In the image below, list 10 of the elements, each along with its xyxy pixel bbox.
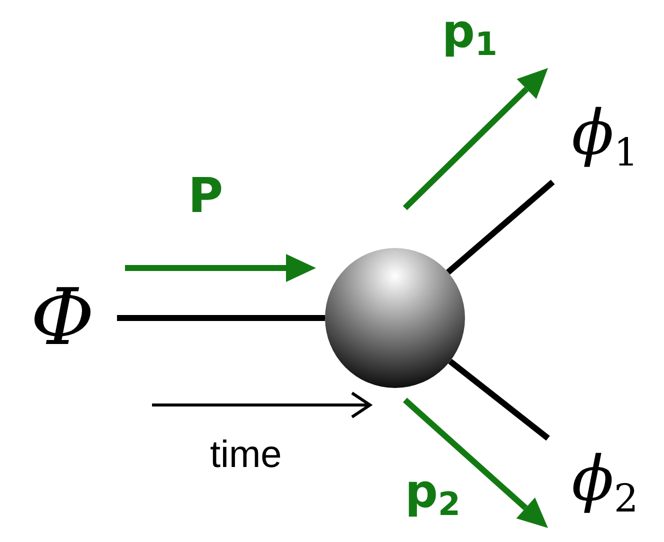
field-symbol: ϕ$_{1}$	[572, 102, 638, 172]
particle-line	[117, 315, 325, 321]
field-symbol: Φ	[30, 279, 94, 357]
momentum-label: p$_{2}$	[405, 468, 460, 520]
particle-line	[448, 358, 550, 441]
field-symbol: ϕ$_{2}$	[572, 448, 638, 518]
particle-line	[446, 180, 555, 275]
axis-label: time	[210, 436, 282, 474]
momentum-label: p$_{1}$	[442, 8, 498, 60]
momentum-label: P	[188, 172, 224, 220]
